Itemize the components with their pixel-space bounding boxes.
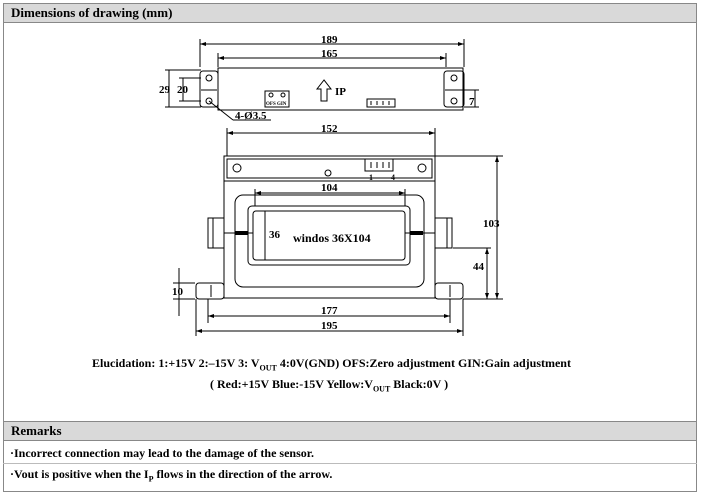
hole-spec-label: 4-Ø3.5 bbox=[235, 110, 267, 122]
dim-152-label: 152 bbox=[321, 123, 338, 135]
remarks-title: Remarks bbox=[11, 423, 62, 438]
pin-4-label: 4 bbox=[391, 173, 395, 182]
front-view-top-plate bbox=[223, 155, 436, 182]
dim-103-label: 103 bbox=[483, 218, 500, 230]
window-label: windos 36X104 bbox=[293, 231, 371, 245]
remark-item-2-prefix: ·Vout is positive when the I bbox=[10, 467, 149, 481]
pot-labels: OFS GIN bbox=[266, 102, 287, 107]
section-header-dimensions: Dimensions of drawing (mm) bbox=[3, 3, 697, 23]
remark-item-2: ·Vout is positive when the IP flows in t… bbox=[10, 467, 332, 483]
elucidation-line-2-prefix: ( Red:+15V Blue:-15V Yellow:V bbox=[210, 377, 373, 391]
dim-29-label: 29 bbox=[159, 84, 171, 96]
remark-item-1: ·Incorrect connection may lead to the da… bbox=[10, 446, 314, 460]
dimensions-title: Dimensions of drawing (mm) bbox=[11, 5, 173, 20]
dim-177-label: 177 bbox=[321, 305, 338, 317]
elucidation-line-2-sub: OUT bbox=[372, 384, 391, 394]
section-header-remarks: Remarks bbox=[3, 421, 697, 441]
remark-divider bbox=[3, 463, 697, 464]
elucidation-line-2-suffix: Black:0V ) bbox=[390, 377, 449, 391]
elucidation-line-1-prefix: Elucidation: 1:+15V 2:–15V 3: V bbox=[92, 356, 260, 370]
dim-36-label: 36 bbox=[269, 229, 281, 241]
dim-44-label: 44 bbox=[473, 261, 485, 273]
elucidation-line-2: ( Red:+15V Blue:-15V Yellow:VOUT Black:0… bbox=[210, 377, 448, 393]
elucidation-line-1-suffix: 4:0V(GND) OFS:Zero adjustment GIN:Gain a… bbox=[276, 356, 571, 370]
ip-label: IP bbox=[335, 86, 346, 98]
dim-165-label: 165 bbox=[321, 48, 338, 60]
remark-item-2-sub: P bbox=[148, 474, 154, 484]
dim-104-label: 104 bbox=[321, 182, 338, 194]
dimension-drawing: 189 165 29 20 7 4-Ø3.5 IP OFS GIN 152 10… bbox=[3, 23, 697, 421]
sensor-window bbox=[247, 205, 411, 266]
dim-189-label: 189 bbox=[321, 34, 338, 46]
dim-7-label: 7 bbox=[469, 96, 475, 108]
elucidation-line-1: Elucidation: 1:+15V 2:–15V 3: VOUT 4:0V(… bbox=[92, 356, 571, 372]
dim-195-label: 195 bbox=[321, 320, 338, 332]
dim-20-label: 20 bbox=[177, 84, 189, 96]
dim-10-label: 10 bbox=[172, 286, 184, 298]
pin-1-label: 1 bbox=[369, 173, 373, 182]
sensor-drawing-svg: 189 165 29 20 7 4-Ø3.5 IP OFS GIN 152 10… bbox=[159, 34, 503, 336]
elucidation-line-1-sub: OUT bbox=[259, 363, 277, 373]
remark-item-2-suffix: flows in the direction of the arrow. bbox=[153, 467, 333, 481]
